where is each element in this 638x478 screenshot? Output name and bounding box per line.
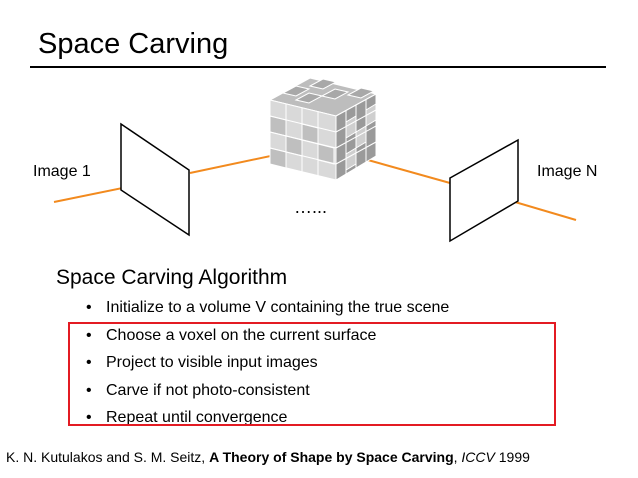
citation: K. N. Kutulakos and S. M. Seitz, A Theor… <box>6 448 530 466</box>
bullet-icon: • <box>86 326 92 344</box>
list-item: • Choose a voxel on the current surface <box>86 322 449 350</box>
step-text: Repeat until convergence <box>106 409 288 426</box>
image-plane-left <box>120 122 190 237</box>
list-item: • Carve if not photo-consistent <box>86 377 449 405</box>
more-images-ellipsis: …... <box>294 197 328 217</box>
voxel-cube-icon <box>268 77 378 181</box>
step-text: Carve if not photo-consistent <box>106 381 310 399</box>
citation-separator: , <box>453 449 462 465</box>
bullet-icon: • <box>86 381 92 399</box>
bullet-icon: • <box>86 299 92 316</box>
image-plane-right <box>449 138 519 243</box>
highlight-box <box>68 322 556 426</box>
step-text: Initialize to a volume V containing the … <box>106 299 450 316</box>
image-n-label: Image N <box>537 163 598 180</box>
algorithm-heading: Space Carving Algorithm <box>56 266 288 289</box>
algorithm-steps-list: • Initialize to a volume V containing the… <box>86 294 449 432</box>
slide-title: Space Carving <box>38 28 229 60</box>
title-underline <box>30 66 606 68</box>
list-item: • Initialize to a volume V containing the… <box>86 294 449 322</box>
list-item: • Repeat until convergence <box>86 404 449 432</box>
citation-paper-title: A Theory of Shape by Space Carving <box>209 449 454 465</box>
citation-year: 1999 <box>494 449 530 465</box>
step-text: Project to visible input images <box>106 354 318 371</box>
bullet-icon: • <box>86 409 92 426</box>
citation-authors: K. N. Kutulakos and S. M. Seitz, <box>6 449 210 465</box>
image-1-label: Image 1 <box>33 163 91 180</box>
bullet-icon: • <box>86 354 92 371</box>
step-text: Choose a voxel on the current surface <box>106 326 377 344</box>
list-item: • Project to visible input images <box>86 349 449 377</box>
citation-venue: ICCV <box>461 449 495 465</box>
